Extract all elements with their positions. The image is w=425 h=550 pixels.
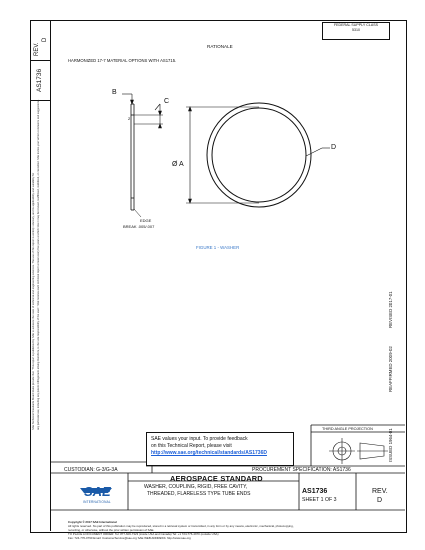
washer-side-view <box>130 103 135 211</box>
label-b: B <box>112 89 117 96</box>
feedback-line-1: SAE values your input. To provide feedba… <box>151 436 248 442</box>
copyright-line-3: recording, or otherwise, without the pri… <box>68 528 155 533</box>
sae-logo-subtext: INTERNATIONAL <box>83 500 111 504</box>
standard-type: AEROSPACE STANDARD <box>170 474 263 483</box>
label-c: C <box>164 98 170 105</box>
federal-supply-class-value: 5310 <box>352 28 360 32</box>
third-angle-projection-symbol <box>329 438 388 464</box>
rationale-text: HARMONIZED 17-7 MATERIAL OPTIONS WITH AS… <box>68 58 177 63</box>
label-a: Ø A <box>172 161 184 168</box>
corner-rev-box <box>30 20 51 61</box>
copyright-line-5: Fax: 724-776-0790 Email: CustomerService… <box>68 536 191 541</box>
edge-break-label: EDGE <box>140 218 152 223</box>
edge-break-value: BREAK .005/.007 <box>123 224 155 229</box>
custodian-label: CUSTODIAN: G-3/G-3A <box>64 467 118 473</box>
svg-text:2: 2 <box>128 116 131 121</box>
rationale-heading: RATIONALE <box>207 44 233 49</box>
document-title-line-2: THREADED, FLARELESS TYPE TUBE ENDS <box>147 491 251 497</box>
federal-supply-class-label: FEDERAL SUPPLY CLASS <box>333 23 379 27</box>
feedback-line-2: on this Technical Report, please visit <box>151 443 232 449</box>
dimension-d <box>305 147 330 157</box>
page-border <box>30 20 407 533</box>
figure-title: FIGURE 1 - WASHER <box>196 245 240 250</box>
dimension-c <box>134 103 163 129</box>
sae-logo-text: SAE <box>84 484 111 499</box>
title-block-rev-label: REV. <box>372 488 388 495</box>
title-block-doc-number: AS1736 <box>302 488 328 495</box>
edge-break-leader <box>133 208 142 218</box>
federal-supply-class-box: FEDERAL SUPPLY CLASS 5310 <box>322 22 390 40</box>
dimension-b <box>122 93 134 105</box>
dimension-a <box>186 106 259 204</box>
copyright-notice: Copyright © 2017 SAE International All r… <box>68 520 294 540</box>
label-d: D <box>331 144 337 151</box>
copyright-line-1: Copyright © 2017 SAE International <box>68 520 117 524</box>
reaffirmed-date: REAFFIRMED 2009-02 <box>388 346 393 392</box>
revised-date: REVISED 2017-01 <box>388 291 393 328</box>
issued-date: ISSUED 1964-01 <box>388 428 393 462</box>
feedback-box: SAE values your input. To provide feedba… <box>146 432 294 466</box>
copyright-line-4: TO PLACE A DOCUMENT ORDER: Tel: 877-606-… <box>68 532 219 537</box>
corner-doc-box <box>30 60 51 101</box>
feedback-link[interactable]: http://www.sae.org/technical/standards/A… <box>151 450 267 456</box>
procurement-label: PROCUREMENT SPECIFICATION: AS1736 <box>252 467 351 473</box>
sae-logo <box>76 484 116 506</box>
projection-label: THIRD ANGLE PROJECTION <box>322 427 373 431</box>
title-block-lines <box>50 424 405 511</box>
copyright-line-2: All rights reserved. No part of this pub… <box>68 524 294 529</box>
washer-front-view <box>206 102 312 208</box>
left-margin-column <box>30 20 51 531</box>
document-title-line-1: WASHER, COUPLING, RIGID, FREE CAVITY, <box>144 484 248 490</box>
title-block-rev-value: D <box>377 497 383 504</box>
sheet-number: SHEET 1 OF 3 <box>302 497 337 503</box>
